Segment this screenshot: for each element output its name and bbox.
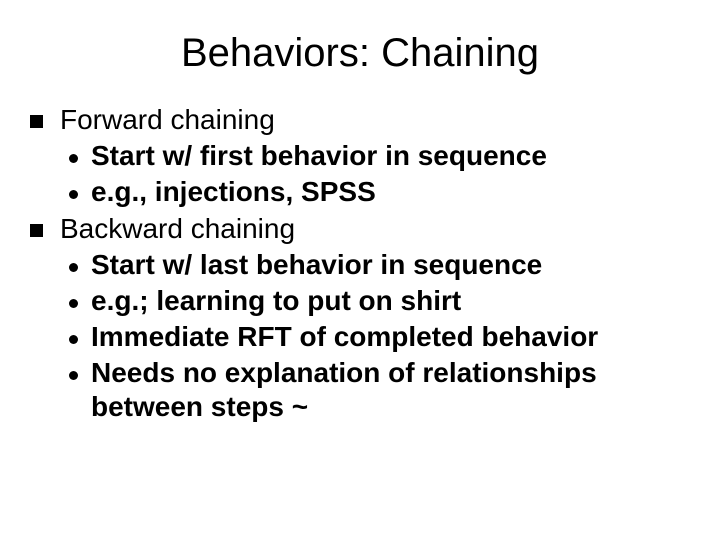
bullet-text: Forward chaining [60,104,275,135]
sub-bullet-text: Start w/ first behavior in sequence [91,140,547,171]
sub-bullet-item: Start w/ first behavior in sequence [30,139,700,173]
round-bullet-icon [69,335,78,344]
sub-bullet-text: Needs no explanation of relationships be… [91,357,597,422]
sub-bullet-text: e.g., injections, SPSS [91,176,376,207]
round-bullet-icon [69,263,78,272]
square-bullet-icon [30,224,43,237]
bullet-item-backward-chaining: Backward chaining [30,212,700,246]
square-bullet-icon [30,115,43,128]
round-bullet-icon [69,154,78,163]
sub-bullet-list: Start w/ last behavior in sequence e.g.;… [30,248,700,424]
round-bullet-icon [69,190,78,199]
slide-title: Behaviors: Chaining [181,31,539,75]
sub-bullet-item: Immediate RFT of completed behavior [30,320,700,354]
sub-bullet-item: e.g., injections, SPSS [30,175,700,209]
sub-bullet-text: Immediate RFT of completed behavior [91,321,599,352]
sub-bullet-text: e.g.; learning to put on shirt [91,285,462,316]
sub-bullet-text: Start w/ last behavior in sequence [91,249,543,280]
bullet-text: Backward chaining [60,213,296,244]
sub-bullet-item: Start w/ last behavior in sequence [30,248,700,282]
bullet-list: Forward chaining Start w/ first behavior… [30,100,700,424]
sub-bullet-item: e.g.; learning to put on shirt [30,284,700,318]
sub-bullet-list: Start w/ first behavior in sequence e.g.… [30,139,700,209]
bullet-item-forward-chaining: Forward chaining [30,103,700,137]
round-bullet-icon [69,299,78,308]
round-bullet-icon [69,371,78,380]
sub-bullet-item: Needs no explanation of relationships be… [30,356,700,424]
